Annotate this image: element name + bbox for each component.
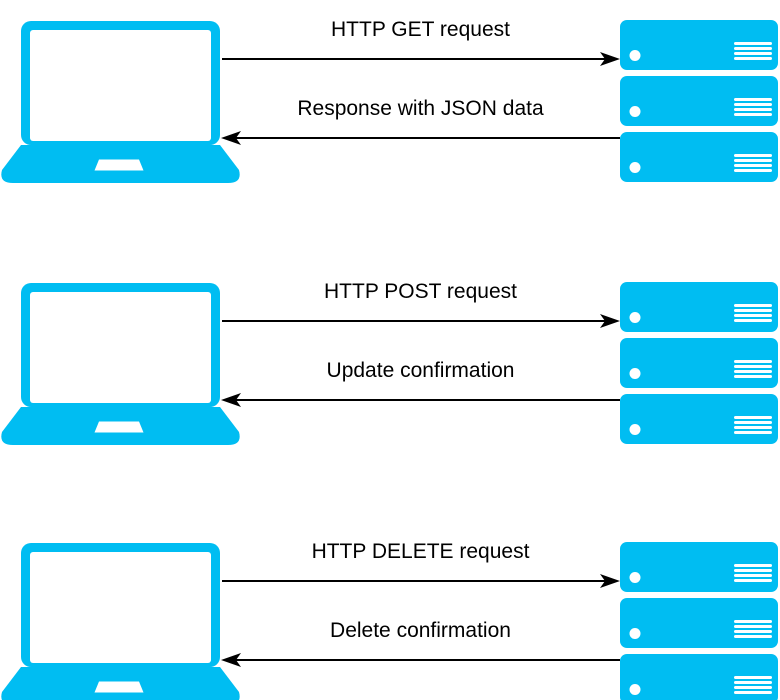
server-stack-icon xyxy=(620,20,778,182)
arrow-line xyxy=(236,659,620,661)
response-label: Delete confirmation xyxy=(330,619,511,642)
arrow-line xyxy=(222,320,606,322)
arrowhead-right-icon xyxy=(600,574,620,588)
arrow-line xyxy=(236,399,620,401)
exchange-row-post: HTTP POST request Update confirmation xyxy=(0,280,780,445)
server-stack-icon xyxy=(620,542,778,700)
arrow-line xyxy=(222,580,606,582)
arrowhead-right-icon xyxy=(600,314,620,328)
laptop-icon xyxy=(1,543,240,700)
arrow-line xyxy=(222,58,606,60)
request-label: HTTP POST request xyxy=(324,280,517,303)
arrowhead-right-icon xyxy=(600,52,620,66)
laptop-icon xyxy=(1,21,240,183)
response-label: Update confirmation xyxy=(326,359,515,382)
server-stack-icon xyxy=(620,282,778,444)
request-label: HTTP GET request xyxy=(331,18,510,41)
exchange-row-delete: HTTP DELETE request Delete confirmation xyxy=(0,540,780,700)
arrow-line xyxy=(236,137,620,139)
exchange-row-get: HTTP GET request Response with JSON data xyxy=(0,18,780,183)
request-label: HTTP DELETE request xyxy=(311,540,530,563)
laptop-icon xyxy=(1,283,240,445)
response-label: Response with JSON data xyxy=(297,97,544,120)
